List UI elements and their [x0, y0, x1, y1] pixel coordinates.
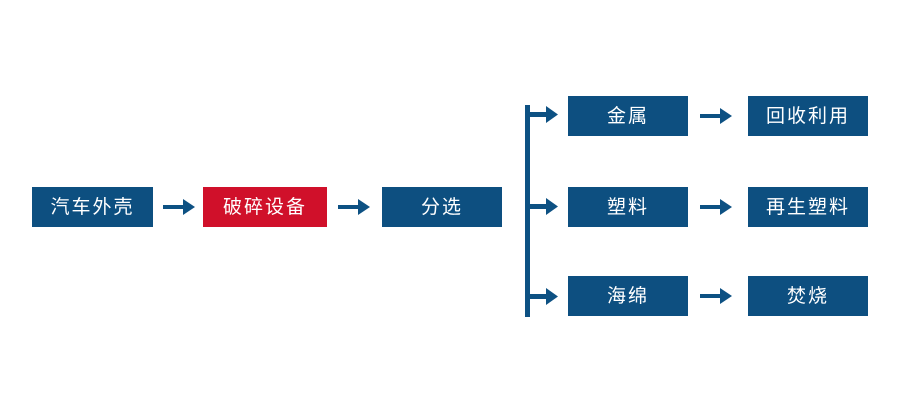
node-label: 塑料	[606, 196, 649, 218]
arrow-right-icon-bus-to-sponge	[528, 287, 558, 307]
node-plastic-material[interactable]: 塑料	[568, 187, 688, 227]
node-label: 金属	[606, 105, 649, 127]
node-crusher[interactable]: 破碎设备	[203, 187, 327, 227]
node-label: 破碎设备	[222, 196, 307, 218]
arrow-right-icon-metal-to-outcome	[700, 106, 732, 126]
arrow-right-icon-bus-to-plastic	[528, 197, 558, 217]
bus-split-icon	[525, 105, 530, 317]
node-label: 分选	[420, 196, 463, 218]
node-metal-material[interactable]: 金属	[568, 96, 688, 136]
node-sorting[interactable]: 分选	[382, 187, 502, 227]
node-metal-outcome[interactable]: 回收利用	[748, 96, 868, 136]
arrow-right-icon-shell-to-crusher	[163, 197, 195, 217]
node-plastic-outcome[interactable]: 再生塑料	[748, 187, 868, 227]
arrow-right-icon-sponge-to-outcome	[700, 286, 732, 306]
node-sponge-material[interactable]: 海绵	[568, 276, 688, 316]
node-label: 回收利用	[765, 105, 850, 127]
node-label: 海绵	[606, 285, 649, 307]
node-label: 焚烧	[786, 285, 829, 307]
node-car-shell[interactable]: 汽车外壳	[32, 187, 153, 227]
node-label: 再生塑料	[765, 196, 850, 218]
arrow-right-icon-bus-to-metal	[528, 105, 558, 125]
arrow-right-icon-plastic-to-outcome	[700, 197, 732, 217]
arrow-right-icon-crusher-to-sorting	[338, 197, 370, 217]
node-label: 汽车外壳	[50, 196, 135, 218]
node-sponge-outcome[interactable]: 焚烧	[748, 276, 868, 316]
